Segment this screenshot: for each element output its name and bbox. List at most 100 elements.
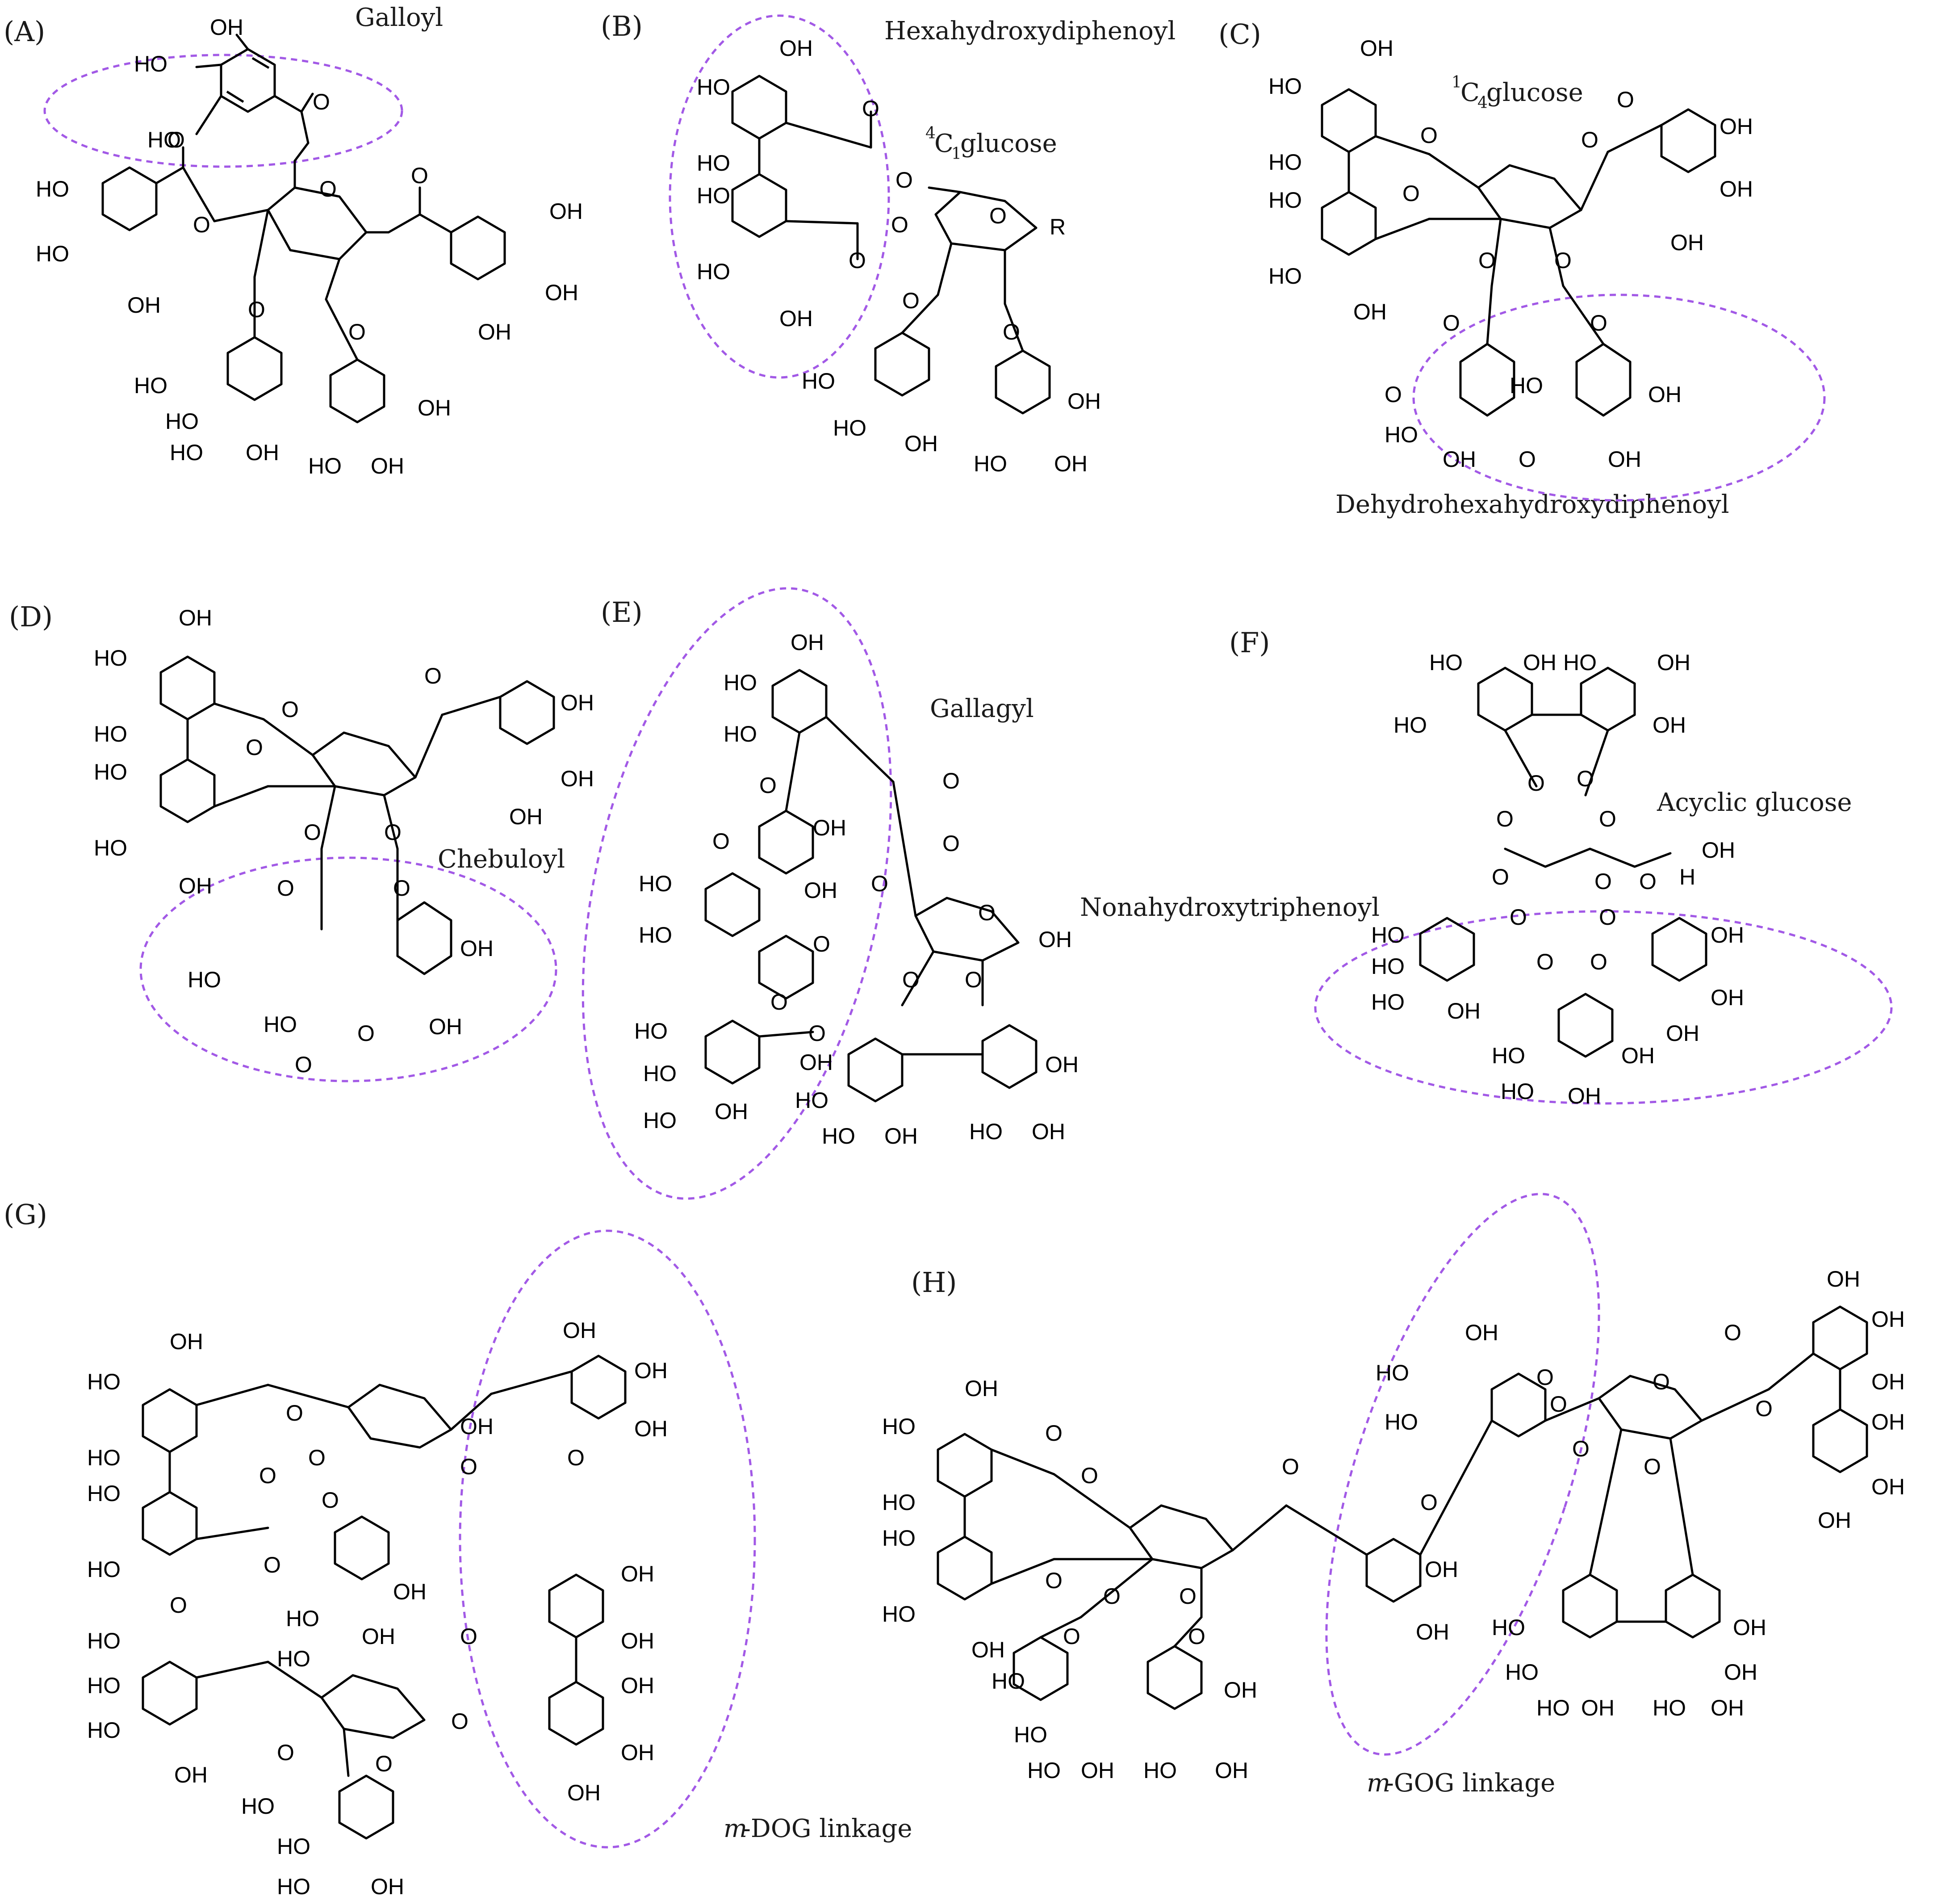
svg-text:OH: OH <box>563 1318 596 1343</box>
svg-text:HO: HO <box>697 151 730 176</box>
svg-text:OH: OH <box>1608 447 1641 472</box>
svg-text:O: O <box>1179 1584 1197 1609</box>
svg-text:HO: HO <box>87 1628 121 1653</box>
svg-text:HO: HO <box>643 1108 677 1133</box>
ring-a3 <box>450 215 506 281</box>
ring-c2 <box>1321 191 1377 256</box>
structure-d: OH HO HO HO HO OH O O O OH OH OH O O O O… <box>94 605 594 1077</box>
caption-mgog-linkage: m -GOG linkage <box>1367 1769 1555 1798</box>
svg-text:OH: OH <box>1465 1320 1498 1345</box>
svg-text:HO: HO <box>697 75 730 100</box>
svg-text:OH: OH <box>1702 838 1735 863</box>
svg-text:HO: HO <box>1376 1360 1409 1385</box>
svg-text:O: O <box>246 735 263 760</box>
svg-text:O: O <box>1536 1365 1554 1390</box>
ring-g4 <box>334 1515 390 1581</box>
ring-d4 <box>396 901 452 975</box>
svg-text:HO: HO <box>170 440 203 465</box>
ring-e4 <box>758 935 814 1000</box>
svg-text:OH: OH <box>246 440 279 465</box>
svg-text:R: R <box>1050 214 1066 239</box>
svg-text:OH: OH <box>1038 927 1072 952</box>
svg-text:OH: OH <box>971 1637 1005 1662</box>
svg-text:HO: HO <box>1563 650 1597 675</box>
svg-text:O: O <box>411 163 428 188</box>
svg-text:HO: HO <box>1385 1409 1418 1434</box>
svg-text:OH: OH <box>1827 1267 1860 1292</box>
ring-f5 <box>1651 917 1707 982</box>
ring-d2 <box>159 758 216 823</box>
svg-text:O: O <box>319 176 337 201</box>
svg-text:O: O <box>259 1463 276 1488</box>
svg-text:O: O <box>942 831 960 856</box>
svg-text:O: O <box>1402 181 1420 206</box>
svg-text:glucose: glucose <box>1486 78 1583 107</box>
svg-text:HO: HO <box>36 176 69 201</box>
svg-text:O: O <box>902 967 920 992</box>
svg-text:OH: OH <box>371 453 404 478</box>
svg-text:O: O <box>1385 382 1402 407</box>
svg-text:HO: HO <box>1653 1695 1686 1720</box>
svg-text:HO: HO <box>277 1834 310 1859</box>
caption-galloyl: Galloyl <box>355 3 443 32</box>
svg-text:OH: OH <box>1711 1695 1744 1720</box>
structure-a: O OH HO HO O O O HO HO OH O OH OH OH <box>36 15 583 478</box>
svg-text:OH: OH <box>429 1014 462 1039</box>
svg-text:HO: HO <box>134 373 167 398</box>
svg-text:HO: HO <box>882 1414 916 1439</box>
svg-text:HO: HO <box>822 1124 855 1149</box>
svg-text:OH: OH <box>1054 451 1088 476</box>
svg-text:HO: HO <box>94 646 127 671</box>
svg-text:HO: HO <box>87 1673 121 1698</box>
svg-text:HO: HO <box>87 1481 121 1506</box>
svg-text:OH: OH <box>621 1673 654 1698</box>
caption-1c4-glucose: 1 C 4 glucose <box>1452 73 1583 112</box>
svg-text:HO: HO <box>1268 74 1302 99</box>
svg-text:O: O <box>1599 905 1616 930</box>
svg-text:OH: OH <box>567 1780 601 1805</box>
svg-text:O: O <box>965 967 982 992</box>
ring-f1 <box>1477 667 1533 732</box>
glucose-b <box>934 191 1038 252</box>
svg-text:OH: OH <box>1568 1083 1601 1108</box>
svg-text:C: C <box>1460 78 1480 107</box>
ring-a2 <box>101 166 158 231</box>
svg-text:OH: OH <box>1653 713 1686 738</box>
panel-label-b: (B) <box>601 10 643 42</box>
svg-text:HO: HO <box>882 1526 916 1551</box>
svg-text:O: O <box>277 876 294 901</box>
svg-text:HO: HO <box>277 1874 310 1899</box>
glucose-a <box>267 186 368 260</box>
svg-text:OH: OH <box>779 306 813 331</box>
svg-text:O: O <box>813 931 830 956</box>
ring-h2 <box>937 1535 993 1601</box>
svg-text:O: O <box>978 900 996 925</box>
svg-text:O: O <box>1510 905 1527 930</box>
svg-text:OH: OH <box>561 766 594 791</box>
svg-text:HO: HO <box>87 1445 121 1470</box>
svg-text:HO: HO <box>1492 1615 1525 1640</box>
caption-gallagyl: Gallagyl <box>930 694 1034 723</box>
svg-text:O: O <box>1492 864 1509 889</box>
svg-text:O: O <box>1420 123 1438 148</box>
svg-text:O: O <box>1639 869 1657 894</box>
svg-text:OH: OH <box>621 1740 654 1765</box>
svg-text:HO: HO <box>697 183 730 208</box>
svg-text:OH: OH <box>1215 1758 1248 1783</box>
glucose-g2 <box>320 1674 426 1739</box>
svg-text:HO: HO <box>802 369 835 394</box>
caption-nhtp: Nonahydroxytriphenoyl <box>1080 893 1380 922</box>
svg-text:O: O <box>460 1454 477 1479</box>
highlight-dhhdp <box>1412 294 1826 502</box>
svg-text:O: O <box>1594 869 1612 894</box>
svg-text:OH: OH <box>1360 36 1393 61</box>
svg-text:O: O <box>1644 1454 1661 1479</box>
svg-text:O: O <box>1554 248 1572 273</box>
svg-text:HO: HO <box>277 1646 310 1671</box>
svg-text:O: O <box>348 319 366 344</box>
structure-e: OH HO HO O O OH HO HO OH O O HO HO HO OH… <box>634 630 1079 1149</box>
svg-text:O: O <box>308 1445 326 1470</box>
svg-text:OH: OH <box>884 1124 918 1149</box>
caption-dhhdp: Dehydrohexahydroxydiphenoyl <box>1335 490 1729 519</box>
svg-text:HO: HO <box>147 127 181 152</box>
